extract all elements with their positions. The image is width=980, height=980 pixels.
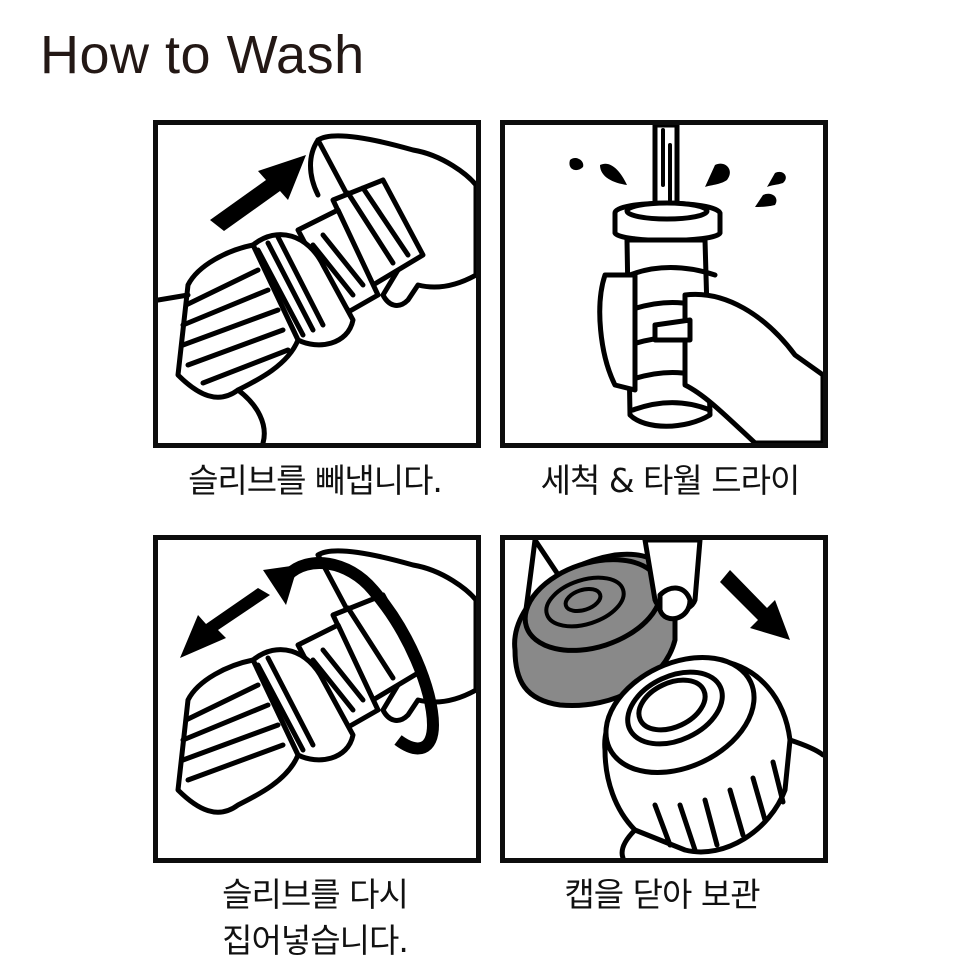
step-3-caption-line-1: 슬리브를 다시 bbox=[222, 875, 409, 914]
arrow-up-right-icon bbox=[210, 155, 306, 231]
step-4-caption: 캡을 닫아 보관 bbox=[564, 875, 760, 914]
step-3-illustration-reinsert-sleeve bbox=[153, 535, 481, 863]
reinsert-sleeve-drawing bbox=[175, 548, 476, 815]
water-stream bbox=[652, 125, 680, 213]
arrow-down-right-icon bbox=[720, 570, 790, 640]
rinse-drawing bbox=[569, 125, 823, 443]
step-2-illustration-rinse bbox=[500, 120, 828, 448]
water-drop-icon bbox=[600, 163, 627, 185]
remove-sleeve-drawing bbox=[158, 133, 476, 443]
water-drop-icon bbox=[755, 193, 777, 207]
step-1-illustration-remove-sleeve bbox=[153, 120, 481, 448]
step-4-illustration-close-cap bbox=[500, 535, 828, 863]
step-3-caption: 슬리브를 다시 집어넣습니다. bbox=[145, 872, 485, 964]
water-drop-icon bbox=[705, 163, 730, 187]
page-title: How to Wash bbox=[40, 25, 365, 85]
water-drop-icon bbox=[767, 171, 786, 187]
water-drop-icon bbox=[569, 157, 584, 171]
close-cap-drawing bbox=[512, 540, 823, 858]
step-2-caption: 세척 & 타월 드라이 bbox=[540, 461, 801, 500]
arrow-down-left-icon bbox=[180, 588, 270, 658]
step-3-caption-line-2: 집어넣습니다. bbox=[222, 921, 409, 960]
rotate-arrow-icon bbox=[283, 557, 440, 755]
step-1-caption: 슬리브를 빼냅니다. bbox=[188, 461, 443, 500]
